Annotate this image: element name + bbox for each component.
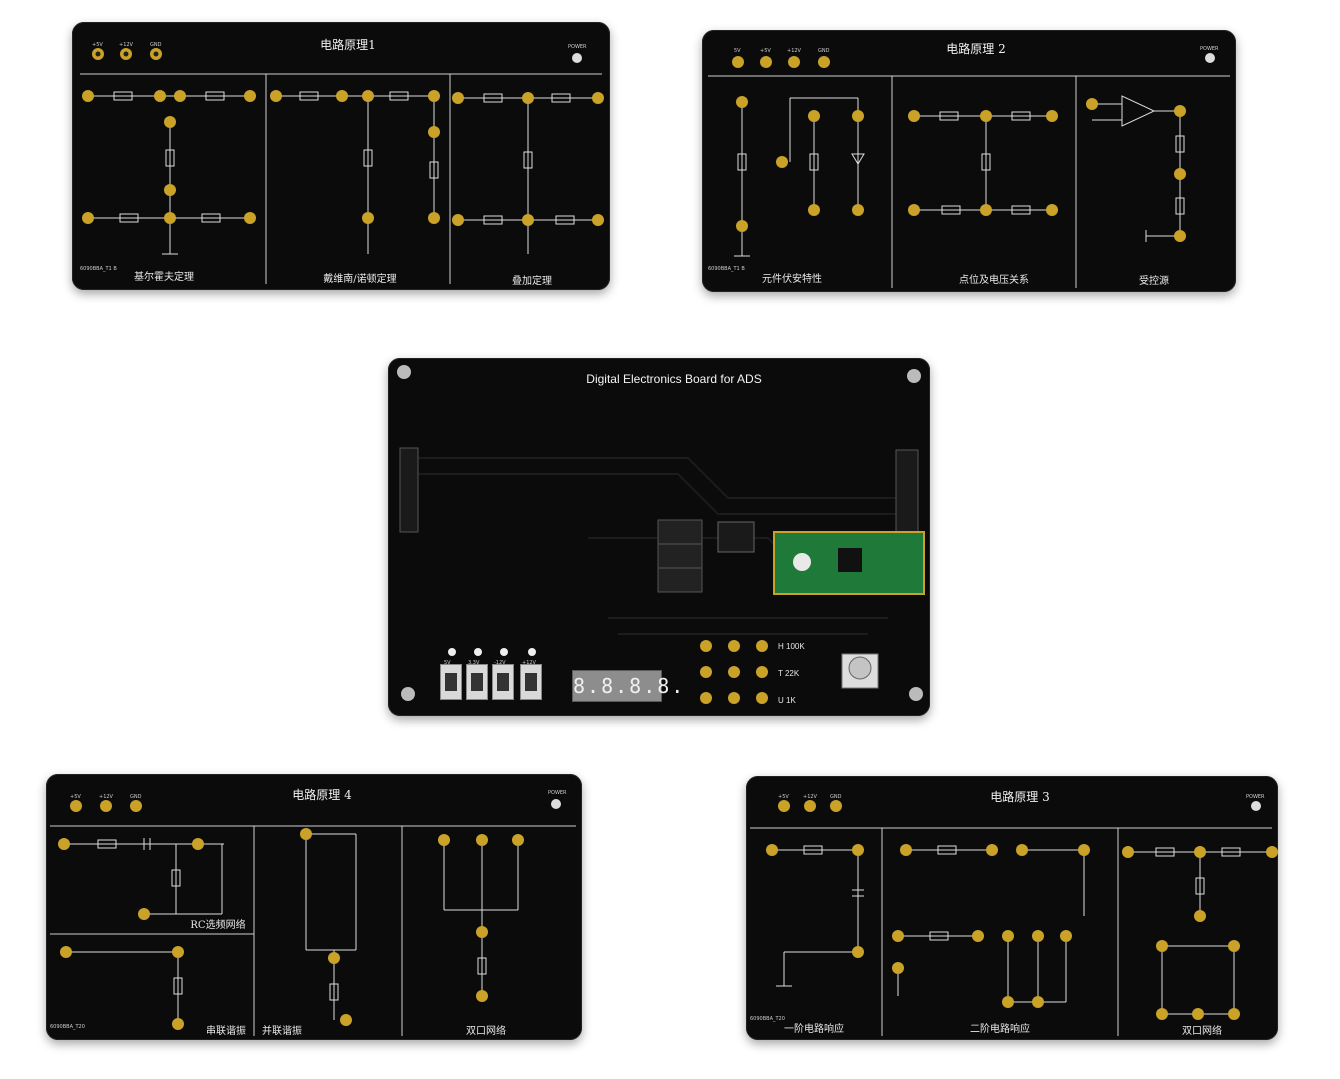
board-4-section-label: 双口网络 (466, 1026, 506, 1037)
board-3-title: 电路原理 3 (990, 790, 1050, 804)
board-1-section-label: 戴维南/诺顿定理 (323, 274, 397, 285)
pot-label: H 100K (778, 642, 805, 651)
circuit-board-3: 电路原理 3 POWER +5V +12V GND 一阶电路响应 二阶电路响应 … (746, 776, 1278, 1040)
board-1-rail-label: +5V (92, 42, 103, 48)
board-1-part-number: 6090BBA_T1 B (80, 266, 117, 272)
board-2-rail-label: 5V (734, 48, 741, 54)
power-switch[interactable] (520, 664, 542, 700)
board-4-traces (50, 799, 576, 1036)
board-1-rail-label: +12V (119, 42, 133, 48)
board-4-rail-label: +12V (99, 794, 113, 800)
board-4-part-number: 6090BBA_T20 (50, 1024, 85, 1030)
board-2-rail-label: +12V (787, 48, 801, 54)
board-1-power-label: POWER (568, 44, 587, 50)
board-2-part-number: 6090BBA_T1 B (708, 266, 745, 272)
ads-board-traces (397, 365, 925, 704)
board-4-rail-label: +5V (70, 794, 81, 800)
board-2-traces (708, 53, 1230, 288)
board-2-title: 电路原理 2 (946, 42, 1006, 56)
switch-label: +12V (522, 660, 536, 666)
board-3-traces (750, 800, 1278, 1036)
board-2-section-label: 受控源 (1139, 276, 1169, 287)
power-switch[interactable] (440, 664, 462, 700)
board-3-rail-label: +12V (803, 794, 817, 800)
board-3-section-label: 二阶电路响应 (970, 1024, 1030, 1035)
board-2-section-label: 点位及电压关系 (959, 275, 1029, 286)
ads-digital-board: Digital Electronics Board for ADS 5V 3.3… (388, 358, 930, 716)
board-3-rail-label: +5V (778, 794, 789, 800)
board-4-section-label: RC选频网络 (190, 920, 246, 931)
board-2-section-label: 元件伏安特性 (762, 274, 822, 285)
ads-board-title: Digital Electronics Board for ADS (586, 372, 762, 386)
board-4-power-label: POWER (548, 790, 567, 796)
pot-label: T 22K (778, 669, 800, 678)
board-4-section-label: 串联谐振 (206, 1026, 246, 1037)
board-3-rail-label: GND (830, 794, 842, 800)
switch-label: -12V (494, 660, 506, 666)
board-1-traces (80, 48, 604, 284)
circuit-board-1: 电路原理1 POWER +5V +12V GND 基尔霍夫定理 戴维南/诺顿定理… (72, 22, 610, 290)
board-4-section-label: 并联谐振 (262, 1026, 302, 1037)
circuit-board-4: 电路原理 4 POWER +5V +12V GND RC选频网络 串联谐振 并联… (46, 774, 582, 1040)
switch-label: 5V (444, 660, 451, 666)
board-2-rail-label: GND (818, 48, 830, 54)
board-1-section-label: 基尔霍夫定理 (134, 272, 194, 283)
board-1-section-label: 叠加定理 (512, 276, 552, 287)
switch-label: 3.3V (468, 660, 480, 666)
power-switch[interactable] (492, 664, 514, 700)
seven-segment-display: 8.8.8.8. (572, 670, 683, 702)
board-3-power-label: POWER (1246, 794, 1265, 800)
board-2-power-label: POWER (1200, 46, 1219, 52)
circuit-board-2: 电路原理 2 POWER 5V +5V +12V GND 元件伏安特性 点位及电… (702, 30, 1236, 292)
board-1-rail-label: GND (150, 42, 162, 48)
board-4-title: 电路原理 4 (292, 788, 352, 802)
power-switch[interactable] (466, 664, 488, 700)
board-3-section-label: 一阶电路响应 (784, 1024, 844, 1035)
board-3-section-label: 双口网络 (1182, 1026, 1222, 1037)
board-2-rail-label: +5V (760, 48, 771, 54)
pot-label: U 1K (778, 696, 796, 705)
board-4-rail-label: GND (130, 794, 142, 800)
board-3-part-number: 6090BBA_T20 (750, 1016, 785, 1022)
board-1-title: 电路原理1 (320, 38, 376, 52)
